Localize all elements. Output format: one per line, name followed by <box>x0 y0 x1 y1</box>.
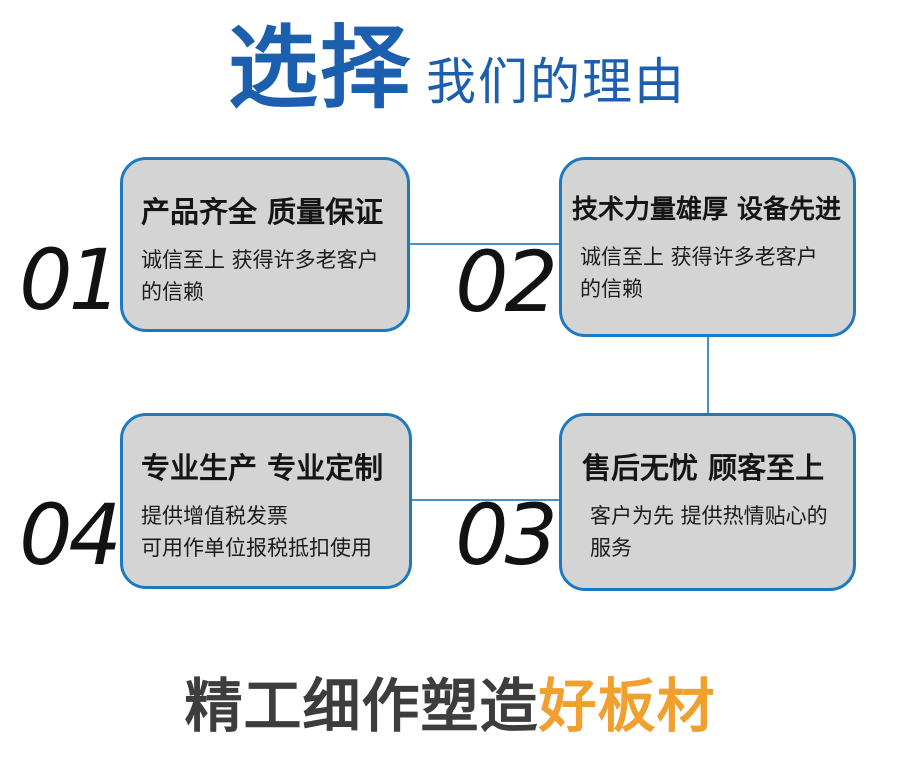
page-title-rest: 我们的理由 <box>426 52 686 111</box>
card-description: 客户为先 提供热情贴心的 服务 <box>590 504 828 561</box>
feature-card-01: 产品齐全 质量保证 诚信至上 获得许多老客户 的信赖 <box>120 157 410 332</box>
feature-card-02: 技术力量雄厚 设备先进 诚信至上 获得许多老客户 的信赖 <box>559 157 856 337</box>
connector-line-01-02 <box>410 243 559 245</box>
card-title: 产品齐全 质量保证 <box>141 195 384 229</box>
page-title-accent: 选择 <box>228 16 412 121</box>
card-description: 提供增值税发票 可用作单位报税抵扣使用 <box>141 504 372 561</box>
step-number-01: 01 <box>19 231 122 329</box>
card-title: 专业生产 专业定制 <box>141 451 384 485</box>
step-number-02: 02 <box>455 233 558 331</box>
card-title: 售后无忧 顾客至上 <box>582 451 825 485</box>
slogan-accent-text: 好板材 <box>538 672 716 740</box>
page-title: 选择 我们的理由 <box>228 16 686 121</box>
slogan: 精工细作塑造好板材 <box>0 670 900 743</box>
step-number-03: 03 <box>455 486 558 584</box>
feature-card-03: 售后无忧 顾客至上 客户为先 提供热情贴心的 服务 <box>559 413 856 591</box>
card-description: 诚信至上 获得许多老客户 的信赖 <box>580 244 818 301</box>
connector-line-02-03 <box>707 335 709 415</box>
card-description: 诚信至上 获得许多老客户 的信赖 <box>141 248 379 305</box>
step-number-04: 04 <box>19 486 122 584</box>
slogan-main-text: 精工细作塑造 <box>184 672 539 740</box>
card-title: 技术力量雄厚 设备先进 <box>572 195 842 225</box>
connector-line-04-03 <box>412 499 559 501</box>
feature-card-04: 专业生产 专业定制 提供增值税发票 可用作单位报税抵扣使用 <box>120 413 412 589</box>
